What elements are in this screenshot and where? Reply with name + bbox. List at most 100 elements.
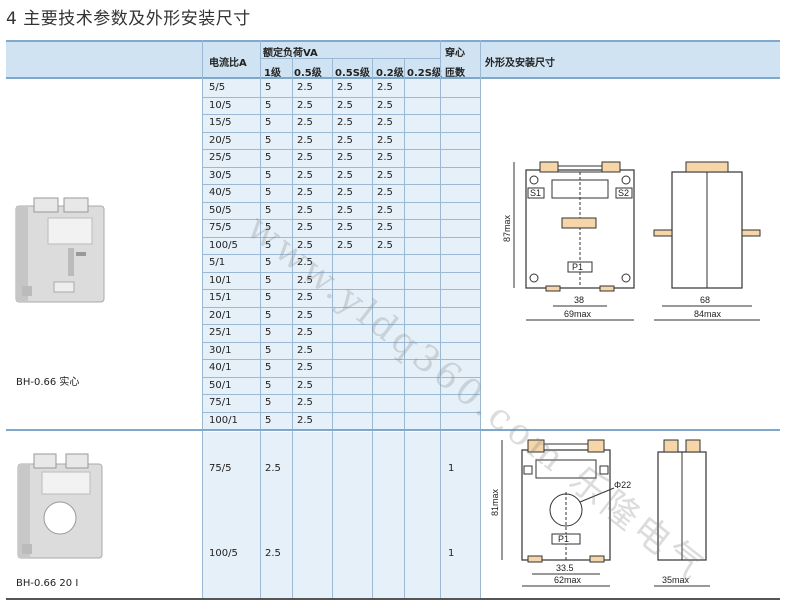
table-cell-c02: 2.5 (377, 187, 393, 198)
table-cell-c05: 2.5 (297, 222, 313, 233)
table-cell-c1: 5 (265, 134, 272, 146)
table-cell-ratio: 5/1 (209, 257, 226, 268)
table-cell-c05s: 2.5 (337, 99, 353, 111)
hole-diameter-dim: Φ22 (614, 480, 631, 490)
table-cell-ratio: 40/5 (209, 187, 232, 198)
table-cell-c1: 5 (265, 117, 272, 128)
table-cell-c1: 5 (265, 99, 272, 111)
table-cell-c05: 2.5 (297, 379, 313, 391)
p1-terminal-label: P1 (572, 262, 583, 272)
header-dims: 外形及安装尺寸 (485, 58, 555, 69)
header-turns-bottom: 匝数 (445, 68, 465, 79)
header-turns-top: 穿心 (445, 48, 465, 59)
table-cell-c05s: 2.5 (337, 169, 353, 181)
table-cell-c05: 2.5 (297, 187, 313, 198)
p1-terminal-label-2: P1 (558, 534, 569, 544)
product1-height-dim: 87max (502, 214, 512, 242)
s1-terminal-label: S1 (530, 188, 541, 198)
table-cell-c05: 2.5 (297, 204, 313, 216)
table-cell-c1: 5 (265, 309, 272, 321)
table-cell-c05s: 2.5 (337, 204, 353, 216)
header-ratio: 电流比A (209, 58, 247, 69)
product2-height-dim: 81max (490, 488, 500, 516)
table-cell-ratio: 50/1 (209, 379, 232, 391)
table-cell-c05: 2.5 (297, 239, 313, 251)
table-cell-c05s: 2.5 (337, 152, 353, 163)
table-cell-c05: 2.5 (297, 134, 313, 146)
product1-inner-width-dim: 38 (574, 295, 584, 305)
table-cell-ratio: 100/5 (209, 239, 238, 251)
table-cell-ratio: 10/5 (209, 99, 232, 111)
table-cell-c1: 5 (265, 397, 272, 408)
table-cell-c05: 2.5 (297, 309, 313, 321)
table-cell-c1: 5 (265, 344, 272, 356)
table-cell-ratio: 75/5 (209, 463, 232, 474)
product1-photo (12, 190, 108, 305)
table-cell-c1: 5 (265, 222, 272, 233)
table-cell-c02: 2.5 (377, 239, 393, 251)
table-cell-c05: 2.5 (297, 82, 313, 93)
table-cell-c02: 2.5 (377, 82, 393, 93)
table-cell-ratio: 15/5 (209, 117, 232, 128)
table-cell-c02: 2.5 (377, 204, 393, 216)
table-cell-ratio: 20/1 (209, 309, 232, 321)
table-cell-c05: 2.5 (297, 117, 313, 128)
table-cell-ratio: 30/5 (209, 169, 232, 181)
table-cell-c1: 5 (265, 362, 272, 373)
header-rated-load: 额定负荷VA (263, 48, 318, 59)
table-cell-c05: 2.5 (297, 152, 313, 163)
table-cell-ratio: 100/5 (209, 548, 238, 559)
table-cell-c05: 2.5 (297, 397, 313, 408)
table-cell-c05: 2.5 (297, 362, 313, 373)
product1-width-dim: 69max (564, 309, 592, 319)
table-cell-ratio: 30/1 (209, 344, 232, 356)
product2-width-dim: 62max (554, 575, 582, 585)
product2-photo (12, 450, 108, 560)
table-cell-c05: 2.5 (297, 344, 313, 356)
table-cell-ratio: 100/1 (209, 414, 238, 426)
table-cell-ratio: 40/1 (209, 362, 232, 373)
table-cell-turns: 1 (448, 463, 455, 474)
header-class-02: 0.2级 (376, 68, 404, 79)
product2-inner-width-dim: 33.5 (556, 563, 574, 573)
table-cell-ratio: 25/1 (209, 327, 232, 338)
table-cell-ratio: 5/5 (209, 82, 226, 93)
table-cell-c1: 5 (265, 257, 272, 268)
table-cell-c02: 2.5 (377, 152, 393, 163)
table-cell-c1: 5 (265, 187, 272, 198)
table-cell-ratio: 20/5 (209, 134, 232, 146)
table-cell-c1: 5 (265, 414, 272, 426)
table-cell-turns: 1 (448, 548, 455, 559)
table-cell-c1: 5 (265, 169, 272, 181)
table-cell-c1: 5 (265, 152, 272, 163)
table-cell-c05s: 2.5 (337, 222, 353, 233)
product1-side-width-dim: 84max (694, 309, 722, 319)
table-cell-c1: 5 (265, 274, 272, 286)
page-heading: 4 主要技术参数及外形安装尺寸 (6, 9, 251, 29)
table-cell-c1: 2.5 (265, 463, 281, 474)
table-cell-c05: 2.5 (297, 327, 313, 338)
product2-side-width-dim: 35max (662, 575, 690, 585)
product2-dimension-drawing: Φ22 P1 81max 33.5 62max 35max (486, 436, 776, 596)
table-cell-c1: 5 (265, 204, 272, 216)
header-class-02s: 0.2S级 (407, 68, 442, 79)
table-cell-c05: 2.5 (297, 414, 313, 426)
table-cell-c02: 2.5 (377, 134, 393, 146)
product1-dimension-drawing: S1 S2 P1 87max 38 69max 68 84max (486, 158, 776, 328)
s2-terminal-label: S2 (618, 188, 629, 198)
table-cell-c02: 2.5 (377, 169, 393, 181)
table-cell-c02: 2.5 (377, 99, 393, 111)
table-cell-c1: 5 (265, 239, 272, 251)
table-cell-c05s: 2.5 (337, 239, 353, 251)
table-cell-c02: 2.5 (377, 222, 393, 233)
table-cell-ratio: 15/1 (209, 292, 232, 303)
table-cell-c05: 2.5 (297, 257, 313, 268)
table-cell-c05: 2.5 (297, 292, 313, 303)
table-cell-c05: 2.5 (297, 169, 313, 181)
table-cell-c05: 2.5 (297, 274, 313, 286)
product1-label: BH-0.66 实心 (16, 377, 80, 388)
table-cell-c05: 2.5 (297, 99, 313, 111)
table-cell-c05s: 2.5 (337, 187, 353, 198)
table-cell-ratio: 75/1 (209, 397, 232, 408)
header-class-05s: 0.5S级 (335, 68, 370, 79)
